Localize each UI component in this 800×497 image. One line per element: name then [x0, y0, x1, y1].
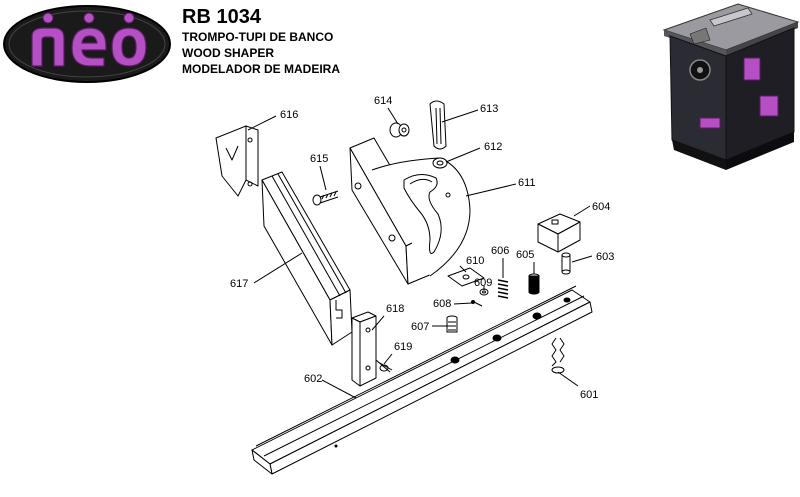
label-605: 605 [516, 249, 534, 261]
title-portuguese: TROMPO-TUPI DE BANCO [182, 30, 334, 44]
label-603: 603 [596, 251, 614, 263]
part-606-spring [497, 279, 509, 299]
label-608: 608 [433, 298, 451, 310]
part-613-knob [429, 100, 447, 150]
part-602-rail [251, 285, 593, 475]
label-613: 613 [480, 103, 498, 115]
part-610-plate [447, 267, 485, 287]
part-604-clamp-block [537, 213, 581, 253]
label-616: 616 [280, 109, 298, 121]
label-602: 602 [304, 373, 322, 385]
label-617: 617 [230, 278, 248, 290]
label-604: 604 [592, 201, 610, 213]
part-618-block [351, 311, 377, 387]
part-614-lock-knob [389, 122, 410, 138]
label-612: 612 [484, 141, 502, 153]
label-609: 609 [474, 277, 492, 289]
part-607-knob [446, 315, 458, 333]
title-alternate: MODELADOR DE MADEIRA [182, 62, 340, 76]
label-618: 618 [386, 303, 404, 315]
label-610: 610 [466, 255, 484, 267]
part-601-screw [551, 337, 565, 374]
part-616-bracket [215, 125, 259, 197]
part-603-pin [561, 252, 571, 275]
part-612-washer [432, 157, 448, 169]
title-english: WOOD SHAPER [182, 46, 275, 60]
label-611: 611 [518, 177, 536, 189]
part-617-board [261, 171, 353, 346]
part-608-screw [471, 300, 483, 307]
part-619-screw [375, 359, 393, 373]
label-607: 607 [411, 321, 429, 333]
label-606: 606 [491, 245, 509, 257]
label-601: 601 [580, 389, 598, 401]
part-605-bushing [528, 273, 540, 295]
product-photo [662, 3, 800, 170]
part-611-fence-block [349, 137, 471, 285]
label-619: 619 [394, 341, 412, 353]
leader-lines [247, 107, 593, 399]
label-615: 615 [310, 153, 328, 165]
part-615-bolt [312, 190, 339, 206]
label-614: 614 [374, 95, 392, 107]
model-number: RB 1034 [182, 6, 261, 28]
neo-logo [3, 5, 171, 83]
